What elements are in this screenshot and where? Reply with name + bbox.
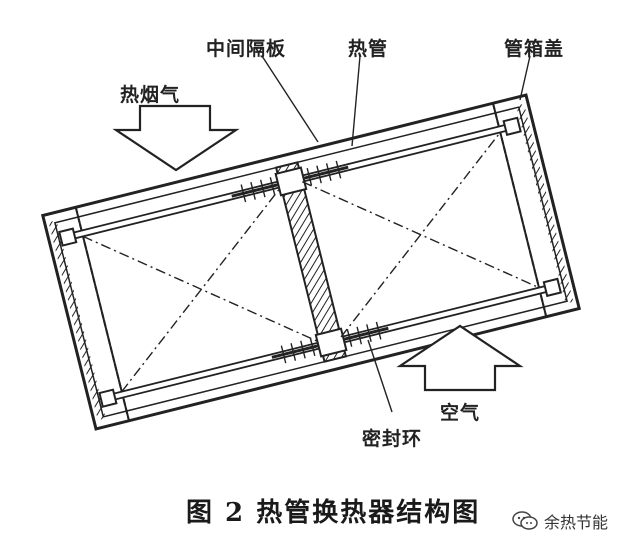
figure-caption: 图 2 热管换热器结构图 [186, 498, 481, 528]
right-header-wall [516, 103, 574, 304]
right-tube-sheet [492, 103, 548, 317]
partition-label: 中间隔板 [206, 38, 287, 60]
flue-gas-arrow [112, 104, 240, 172]
seal-ring-bottom [314, 327, 348, 358]
leader-lines [261, 55, 531, 413]
watermark-text: 余热节能 [543, 513, 608, 532]
header-cover-label: 管箱盖 [504, 38, 565, 60]
wechat-icon [512, 511, 538, 530]
left-header-wall [48, 220, 106, 421]
left-tube-sheet [74, 207, 130, 421]
pipe-end-caps [58, 116, 563, 408]
watermark: 余热节能 [512, 509, 608, 533]
heat-pipe-label: 热管 [348, 38, 389, 60]
seal-ring-top [274, 166, 308, 197]
seal-ring-label: 密封环 [362, 428, 423, 450]
exchanger-body [40, 93, 582, 431]
air-label: 空气 [440, 402, 481, 424]
flue-gas-label: 热烟气 [120, 84, 181, 106]
tube-bundle-lines [82, 131, 540, 393]
air-arrow [396, 324, 524, 392]
middle-partition [274, 161, 348, 363]
pipe-fins [240, 160, 382, 364]
